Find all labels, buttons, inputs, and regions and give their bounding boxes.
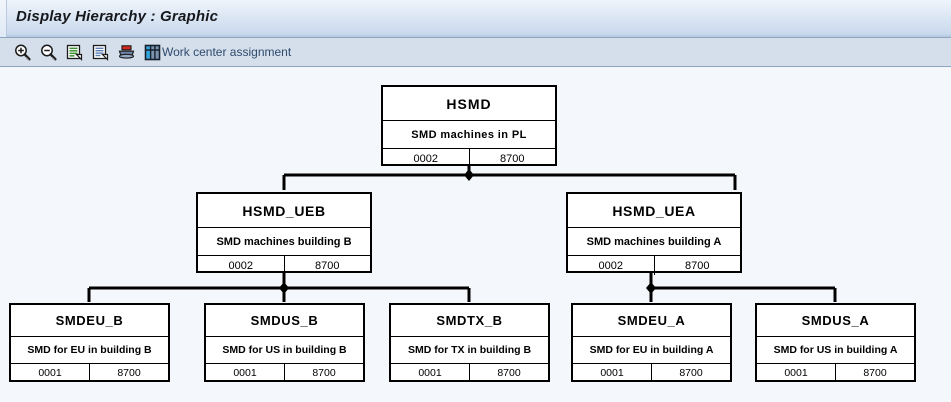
node-value-right: 8700 xyxy=(679,367,703,379)
node-values: 0001 8700 xyxy=(573,364,730,382)
node-value-right: 8700 xyxy=(500,152,525,165)
junction-marker-uea xyxy=(646,282,656,294)
page-title: Display Hierarchy : Graphic xyxy=(16,8,219,25)
print-button[interactable] xyxy=(116,42,137,63)
node-smdus-b[interactable]: SMDUS_B SMD for US in building B 0001 87… xyxy=(204,303,365,382)
node-values: 0001 8700 xyxy=(11,364,168,382)
node-values: 0002 8700 xyxy=(383,149,555,168)
node-values: 0001 8700 xyxy=(206,364,363,382)
node-description: SMD machines building A xyxy=(568,228,740,256)
node-code: SMDEU_A xyxy=(573,305,730,337)
node-smdus-a[interactable]: SMDUS_A SMD for US in building A 0001 87… xyxy=(755,303,916,382)
title-bar: Display Hierarchy : Graphic xyxy=(0,0,951,38)
zoom-out-icon xyxy=(41,44,57,61)
toolbar: Work center assignment xyxy=(0,38,951,67)
node-value-left: 0002 xyxy=(383,149,470,168)
list-green-icon xyxy=(66,44,83,61)
toolbar-label: Work center assignment xyxy=(162,45,292,59)
zoom-in-icon xyxy=(15,44,31,61)
node-values: 0002 8700 xyxy=(198,256,370,275)
node-smdeu-b[interactable]: SMDEU_B SMD for EU in building B 0001 87… xyxy=(9,303,170,382)
title-bar-left-edge xyxy=(0,0,7,37)
node-value-left: 0001 xyxy=(206,364,285,382)
print-icon xyxy=(118,45,135,59)
node-description: SMD for US in building B xyxy=(206,337,363,364)
node-description: SMD for EU in building A xyxy=(573,337,730,364)
node-smdeu-a[interactable]: SMDEU_A SMD for EU in building A 0001 87… xyxy=(571,303,732,382)
node-description: SMD machines in PL xyxy=(383,121,555,149)
display-list-green-button[interactable] xyxy=(64,42,85,63)
node-values: 0001 8700 xyxy=(757,364,914,382)
node-code: SMDUS_A xyxy=(757,305,914,337)
node-value-left: 0001 xyxy=(573,364,652,382)
hierarchy-canvas[interactable]: HSMD SMD machines in PL 0002 8700 HSMD_U… xyxy=(0,67,951,402)
node-value-left: 0001 xyxy=(391,364,470,382)
node-description: SMD for TX in building B xyxy=(391,337,548,364)
toolbar-icon-group xyxy=(12,42,163,63)
list-blue-icon xyxy=(92,44,109,61)
display-detail-blue-button[interactable] xyxy=(90,42,111,63)
node-hsmd[interactable]: HSMD SMD machines in PL 0002 8700 xyxy=(381,85,557,168)
grid-icon xyxy=(144,44,161,61)
zoom-in-button[interactable] xyxy=(12,42,33,63)
node-code: SMDEU_B xyxy=(11,305,168,337)
zoom-out-button[interactable] xyxy=(38,42,59,63)
node-description: SMD machines building B xyxy=(198,228,370,256)
node-value-right: 8700 xyxy=(117,367,141,379)
node-values: 0001 8700 xyxy=(391,364,548,382)
node-value-right: 8700 xyxy=(315,259,340,272)
node-values: 0002 8700 xyxy=(568,256,740,275)
node-code: HSMD_UEA xyxy=(568,194,740,228)
node-smdtx-b[interactable]: SMDTX_B SMD for TX in building B 0001 87… xyxy=(389,303,550,382)
node-value-left: 0002 xyxy=(198,256,285,275)
node-code: SMDTX_B xyxy=(391,305,548,337)
node-hsmd-ueb[interactable]: HSMD_UEB SMD machines building B 0002 87… xyxy=(196,192,372,275)
node-hsmd-uea[interactable]: HSMD_UEA SMD machines building A 0002 87… xyxy=(566,192,742,275)
node-description: SMD for US in building A xyxy=(757,337,914,364)
junction-marker-ueb xyxy=(279,282,289,294)
node-value-left: 0002 xyxy=(568,256,655,275)
node-value-right: 8700 xyxy=(497,367,521,379)
node-code: HSMD_UEB xyxy=(198,194,370,228)
grid-view-button[interactable] xyxy=(142,42,163,63)
node-value-right: 8700 xyxy=(312,367,336,379)
node-value-right: 8700 xyxy=(863,367,887,379)
node-value-left: 0001 xyxy=(757,364,836,382)
junction-marker-root xyxy=(464,169,474,181)
node-description: SMD for EU in building B xyxy=(11,337,168,364)
node-code: SMDUS_B xyxy=(206,305,363,337)
node-value-left: 0001 xyxy=(11,364,90,382)
node-value-right: 8700 xyxy=(685,259,710,272)
node-code: HSMD xyxy=(383,87,555,121)
